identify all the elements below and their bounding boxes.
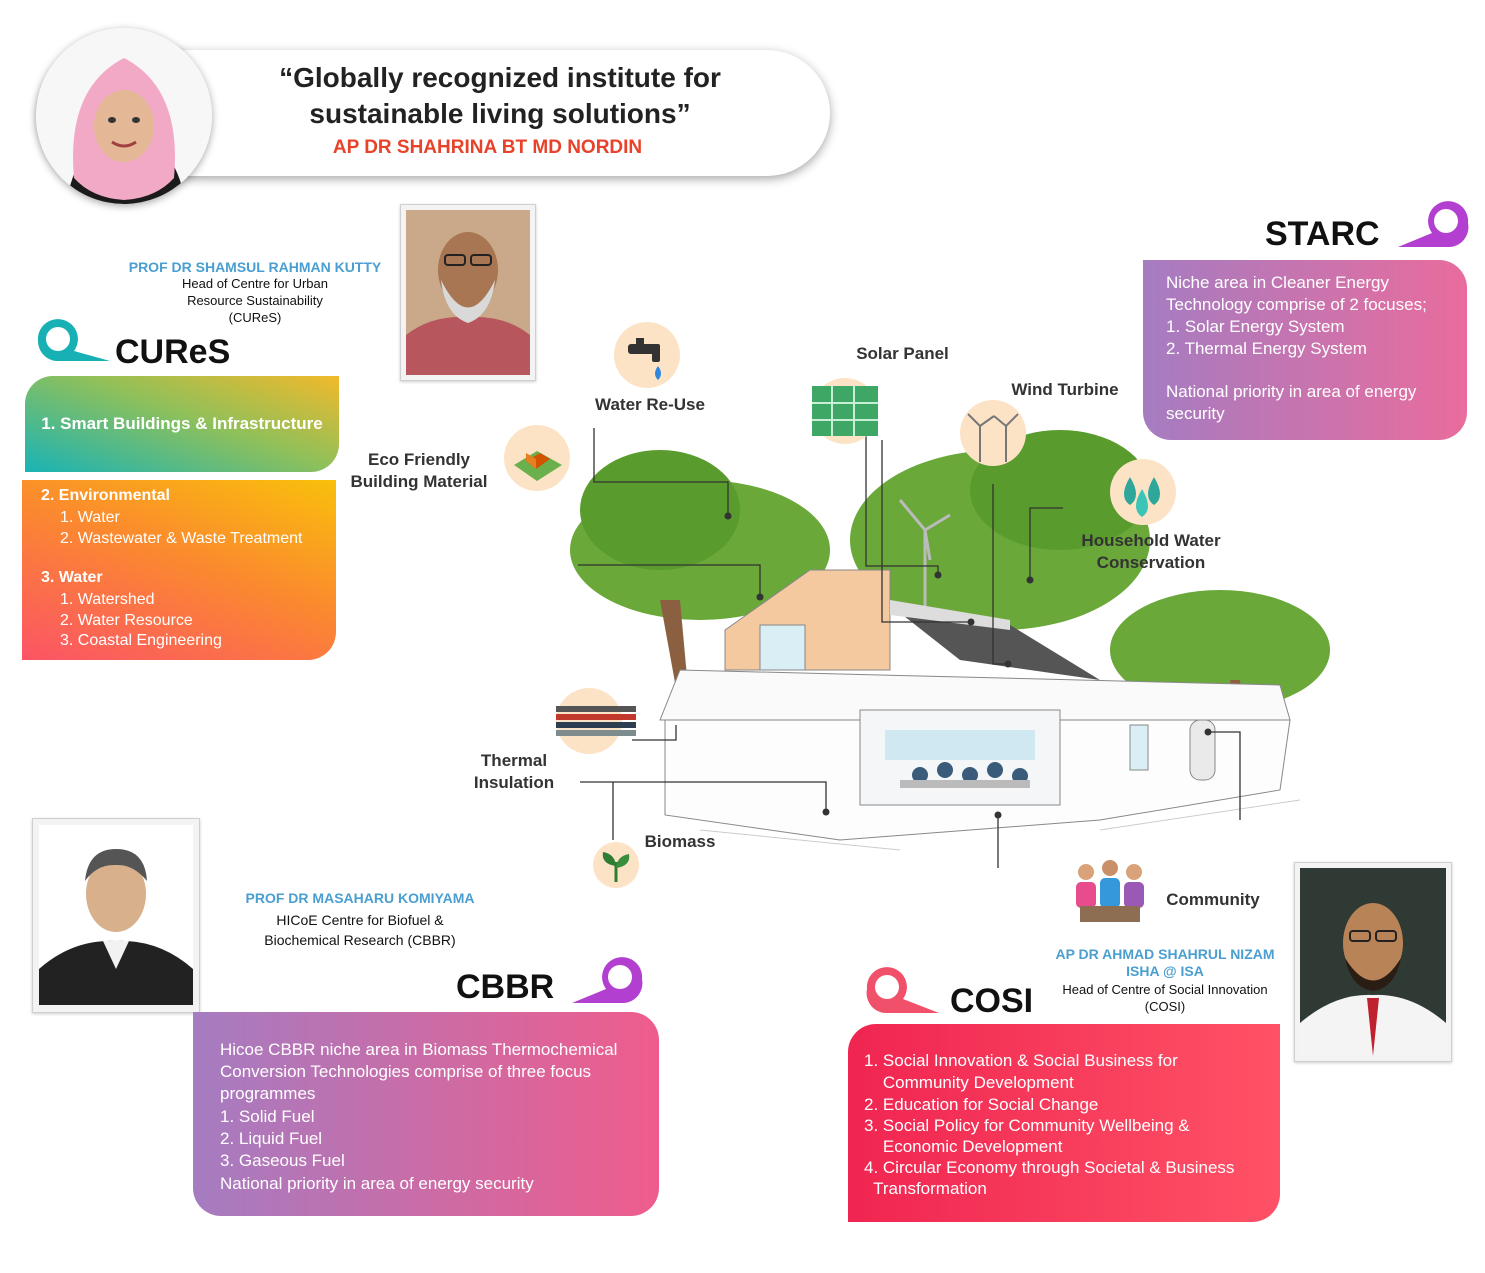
- cosi-person-name: AP DR AHMAD SHAHRUL NIZAM ISHA @ ISA: [1040, 946, 1290, 980]
- cbbr-line-2: Conversion Technologies comprise of thre…: [220, 1062, 592, 1081]
- cbbr-line-3: programmes: [220, 1084, 316, 1103]
- quote-text: “Globally recognized institute for susta…: [210, 60, 790, 132]
- label-household-line-1: Household Water: [1081, 531, 1221, 550]
- cbbr-person-name: PROF DR MASAHARU KOMIYAMA: [245, 890, 475, 906]
- cures-water-item-3: 3. Coastal Engineering: [60, 632, 222, 649]
- quote-line-2: sustainable living solutions”: [309, 98, 691, 129]
- quote-line-1: “Globally recognized institute for: [279, 62, 721, 93]
- eco-house-icon: [504, 425, 570, 491]
- solar-panel-icon: [808, 378, 882, 444]
- cures-water-item-1: 1. Watershed: [60, 591, 155, 608]
- starc-line-1: Niche area in Cleaner Energy: [1166, 273, 1390, 292]
- cosi-role-line-1: Head of Centre of Social Innovation: [1062, 982, 1268, 997]
- cbbr-line-1: Hicoe CBBR niche area in Biomass Thermoc…: [220, 1040, 618, 1059]
- cosi-person-role: Head of Centre of Social Innovation (COS…: [1040, 981, 1290, 1015]
- cosi-line-4: 3. Social Policy for Community Wellbeing…: [864, 1116, 1190, 1135]
- cosi-line-7: Transformation: [864, 1179, 987, 1198]
- water-tap-icon: [614, 322, 680, 388]
- label-eco-building: Eco Friendly Building Material: [340, 449, 498, 493]
- cures-person-role: Head of Centre for Urban Resource Sustai…: [130, 275, 380, 326]
- leaf-sprout-icon: [593, 842, 639, 888]
- cures-heading-environmental: 2. Environmental: [41, 487, 170, 504]
- cures-heading-water: 3. Water: [41, 569, 103, 586]
- cosi-name-line-1: AP DR AHMAD SHAHRUL NIZAM: [1055, 946, 1275, 962]
- label-household-line-2: Conservation: [1096, 553, 1206, 572]
- label-wind-turbine: Wind Turbine: [1011, 380, 1119, 399]
- cures-box-smart-buildings: 1. Smart Buildings & Infrastructure: [25, 376, 339, 472]
- label-solar-panel: Solar Panel: [856, 344, 949, 363]
- cures-role-line-1: Head of Centre for Urban: [182, 276, 328, 291]
- cbbr-line-6: 3. Gaseous Fuel: [220, 1151, 345, 1170]
- cosi-title: COSI: [950, 982, 1034, 1020]
- cures-env-item-2: 2. Wastewater & Waste Treatment: [60, 530, 303, 547]
- cures-env-item-1: 1. Water: [60, 509, 120, 526]
- cures-location-pin-icon: [34, 317, 110, 361]
- wind-turbine-icon: [960, 400, 1026, 466]
- cosi-location-pin-icon: [863, 965, 943, 1022]
- cbbr-line-4: 1. Solid Fuel: [220, 1107, 315, 1126]
- starc-line-4: 2. Thermal Energy System: [1166, 339, 1367, 358]
- label-thermal-insulation: Thermal Insulation: [460, 750, 568, 794]
- label-thermal-line-1: Thermal: [480, 751, 548, 770]
- label-thermal-line-2: Insulation: [473, 773, 555, 792]
- cosi-person-photo: [1294, 862, 1452, 1062]
- cosi-line-5: Economic Development: [864, 1137, 1063, 1156]
- cures-focus-1: 1. Smart Buildings & Infrastructure: [41, 414, 323, 433]
- cbbr-location-pin-icon: [570, 955, 646, 1012]
- cbbr-box: Hicoe CBBR niche area in Biomass Thermoc…: [193, 1012, 659, 1216]
- cbbr-role-line-2: Biochemical Research (CBBR): [264, 932, 456, 948]
- cosi-name-line-2: ISHA @ ISA: [1126, 963, 1204, 979]
- starc-title: STARC: [1265, 215, 1380, 253]
- director-photo: [36, 28, 212, 204]
- cbbr-line-7: National priority in area of energy secu…: [220, 1174, 534, 1193]
- cures-person-name: PROF DR SHAMSUL RAHMAN KUTTY: [128, 259, 382, 275]
- cures-role-line-3: (CUReS): [228, 310, 282, 325]
- water-drops-icon: [1110, 459, 1176, 525]
- cosi-line-2: Community Development: [864, 1073, 1074, 1092]
- starc-line-3: 1. Solar Energy System: [1166, 317, 1345, 336]
- cosi-line-3: 2. Education for Social Change: [864, 1095, 1099, 1114]
- cosi-line-6: 4. Circular Economy through Societal & B…: [864, 1158, 1235, 1177]
- label-eco-line-1: Eco Friendly: [367, 450, 471, 469]
- cures-water-item-2: 2. Water Resource: [60, 612, 193, 629]
- starc-line-2: Technology comprise of 2 focuses;: [1166, 295, 1427, 314]
- label-water-reuse: Water Re-Use: [595, 395, 705, 414]
- label-eco-line-2: Building Material: [350, 472, 488, 491]
- label-household-water: Household Water Conservation: [1066, 530, 1236, 574]
- cures-role-line-2: Resource Sustainability: [187, 293, 323, 308]
- starc-location-pin-icon: [1396, 199, 1472, 256]
- people-group-icon: [1070, 856, 1150, 926]
- starc-box: Niche area in Cleaner Energy Technology …: [1143, 260, 1467, 440]
- cures-box-environment-water: 2. Environmental 1. Water 2. Wastewater …: [22, 480, 336, 660]
- starc-line-6: National priority in area of energy: [1166, 382, 1417, 401]
- label-community: Community: [1166, 890, 1260, 909]
- starc-line-7: security: [1166, 404, 1225, 423]
- insulation-layers-icon: [554, 688, 636, 754]
- cosi-role-line-2: (COSI): [1144, 999, 1186, 1014]
- quote-author: AP DR SHAHRINA BT MD NORDIN: [332, 137, 643, 158]
- cbbr-role-line-1: HICoE Centre for Biofuel &: [276, 912, 444, 928]
- cbbr-title: CBBR: [456, 968, 555, 1006]
- label-biomass: Biomass: [644, 832, 716, 851]
- cures-person-photo: [400, 204, 536, 381]
- cosi-box: 1. Social Innovation & Social Business f…: [848, 1024, 1280, 1222]
- cbbr-person-photo: [32, 818, 200, 1013]
- cbbr-person-role: HICoE Centre for Biofuel & Biochemical R…: [215, 910, 505, 950]
- cures-title: CUReS: [115, 333, 231, 371]
- cosi-line-1: 1. Social Innovation & Social Business f…: [864, 1051, 1178, 1070]
- cbbr-line-5: 2. Liquid Fuel: [220, 1129, 323, 1148]
- sustainable-house-illustration: [570, 430, 1330, 851]
